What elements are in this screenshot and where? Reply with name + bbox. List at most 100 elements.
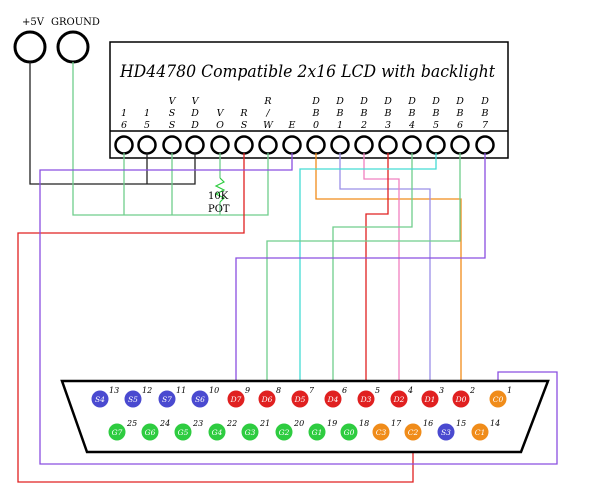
db25-pin-label: D1 bbox=[424, 395, 436, 404]
db25-pin-16 bbox=[404, 423, 422, 441]
lcd-pin-label: D bbox=[359, 96, 368, 107]
pot-label-2: POT bbox=[208, 204, 230, 215]
lcd-pin-label: D bbox=[190, 120, 199, 131]
db25-pin-14 bbox=[471, 423, 489, 441]
lcd-pin-label: S bbox=[169, 108, 176, 119]
lcd-pin-label: B bbox=[360, 108, 368, 119]
db25-pin-label: G4 bbox=[212, 428, 223, 437]
db25-pin-label: D0 bbox=[455, 395, 467, 404]
db25-pin-3 bbox=[421, 390, 439, 408]
db25-pin-label: D3 bbox=[360, 395, 372, 404]
db25-pin-label: C1 bbox=[475, 428, 486, 437]
db25-pin-label: G0 bbox=[344, 428, 355, 437]
ground-label: GROUND bbox=[51, 17, 100, 28]
lcd-pin-label: 1 bbox=[144, 108, 150, 119]
db25-pin-number: 1 bbox=[507, 386, 512, 395]
db25-pin-number: 9 bbox=[245, 386, 250, 395]
db25-pin-number: 25 bbox=[126, 419, 137, 428]
lcd-pin-label: O bbox=[216, 120, 224, 131]
db25-pin-label: C2 bbox=[408, 428, 419, 437]
lcd-pin-label: 1 bbox=[337, 120, 343, 131]
db25-pin-4 bbox=[390, 390, 408, 408]
db25-pin-label: G5 bbox=[178, 428, 189, 437]
lcd-pin-label: R bbox=[239, 108, 247, 119]
lcd-pin-label: B bbox=[408, 108, 416, 119]
db25-pin-6 bbox=[324, 390, 342, 408]
db25-pin-label: C0 bbox=[493, 395, 504, 404]
ground-terminal bbox=[56, 30, 90, 64]
lcd-pin-2 bbox=[137, 135, 157, 155]
pot-resistor bbox=[214, 177, 226, 203]
lcd-pin-16 bbox=[475, 135, 495, 155]
db25-pin-15 bbox=[437, 423, 455, 441]
lcd-pin-label: S bbox=[169, 120, 176, 131]
lcd-pin-label: R bbox=[263, 96, 271, 107]
db25-pin-18 bbox=[340, 423, 358, 441]
lcd-pin-label: 0 bbox=[313, 120, 319, 131]
db25-pin-7 bbox=[291, 390, 309, 408]
db25-pin-23 bbox=[174, 423, 192, 441]
wire-db1-d1 bbox=[339, 153, 431, 391]
lcd-pin-label: B bbox=[432, 108, 440, 119]
db25-pin-number: 22 bbox=[226, 419, 237, 428]
db25-pin-label: C3 bbox=[376, 428, 387, 437]
lcd-pin-label: 2 bbox=[360, 120, 367, 131]
db25-pin-10 bbox=[191, 390, 209, 408]
db25-pin-1 bbox=[489, 390, 507, 408]
wire-db7-d7 bbox=[235, 153, 486, 391]
wire-db5-d5 bbox=[299, 153, 437, 391]
db25-pin-number: 4 bbox=[407, 386, 413, 395]
lcd-pin-label: 3 bbox=[385, 120, 391, 131]
lcd-pin-label: E bbox=[288, 120, 296, 131]
lcd-pin-label: 6 bbox=[121, 120, 127, 131]
db25-pin-number: 20 bbox=[293, 419, 304, 428]
lcd-pin-label: 1 bbox=[121, 108, 127, 119]
lcd-pin-label: S bbox=[241, 120, 248, 131]
wire-db3-d3 bbox=[365, 153, 389, 391]
lcd-pin-label: 4 bbox=[408, 120, 415, 131]
wire-db6-d6 bbox=[266, 153, 461, 391]
db25-pin-label: D5 bbox=[294, 395, 306, 404]
lcd-pin-label: D bbox=[407, 96, 416, 107]
db25-pin-number: 8 bbox=[276, 386, 281, 395]
lcd-pin-label: D bbox=[383, 96, 392, 107]
lcd-pin-label: D bbox=[335, 96, 344, 107]
lcd-pin-label: D bbox=[455, 96, 464, 107]
wire-ground bbox=[72, 62, 269, 216]
lcd-pin-label: B bbox=[456, 108, 464, 119]
db25-pin-number: 17 bbox=[391, 419, 402, 428]
db25-pin-label: D7 bbox=[230, 395, 242, 404]
db25-pin-number: 19 bbox=[327, 419, 337, 428]
db25-pin-label: S5 bbox=[128, 395, 138, 404]
lcd-pin-13 bbox=[402, 135, 422, 155]
lcd-pin-label: D bbox=[480, 96, 489, 107]
db25-pin-label: S6 bbox=[195, 395, 205, 404]
db25-pin-25 bbox=[108, 423, 126, 441]
db25-pin-number: 12 bbox=[142, 386, 152, 395]
db25-pin-11 bbox=[158, 390, 176, 408]
db25-pin-number: 18 bbox=[359, 419, 369, 428]
db25-pin-22 bbox=[208, 423, 226, 441]
lcd-pin-label: B bbox=[481, 108, 489, 119]
lcd-pin-10 bbox=[330, 135, 350, 155]
db25-pin-label: D2 bbox=[393, 395, 405, 404]
lcd-pin-label: B bbox=[336, 108, 344, 119]
db25-pin-number: 7 bbox=[309, 386, 315, 395]
lcd-pin-8 bbox=[282, 135, 302, 155]
db25-pin-13 bbox=[91, 390, 109, 408]
lcd-pin-label: 7 bbox=[482, 120, 489, 131]
db25-pin-number: 24 bbox=[159, 419, 170, 428]
lcd-pin-label: V bbox=[192, 96, 200, 107]
db25-pin-number: 5 bbox=[375, 386, 380, 395]
lcd-pin-14 bbox=[426, 135, 446, 155]
lcd-pin-11 bbox=[354, 135, 374, 155]
db25-pin-number: 10 bbox=[209, 386, 219, 395]
lcd-pin-1 bbox=[114, 135, 134, 155]
lcd-pin-6 bbox=[234, 135, 254, 155]
db25-pin-number: 13 bbox=[109, 386, 119, 395]
db25-pin-9 bbox=[227, 390, 245, 408]
lcd-pin-label: B bbox=[312, 108, 320, 119]
db25-pin-8 bbox=[258, 390, 276, 408]
lcd-pin-label: 5 bbox=[144, 120, 150, 131]
